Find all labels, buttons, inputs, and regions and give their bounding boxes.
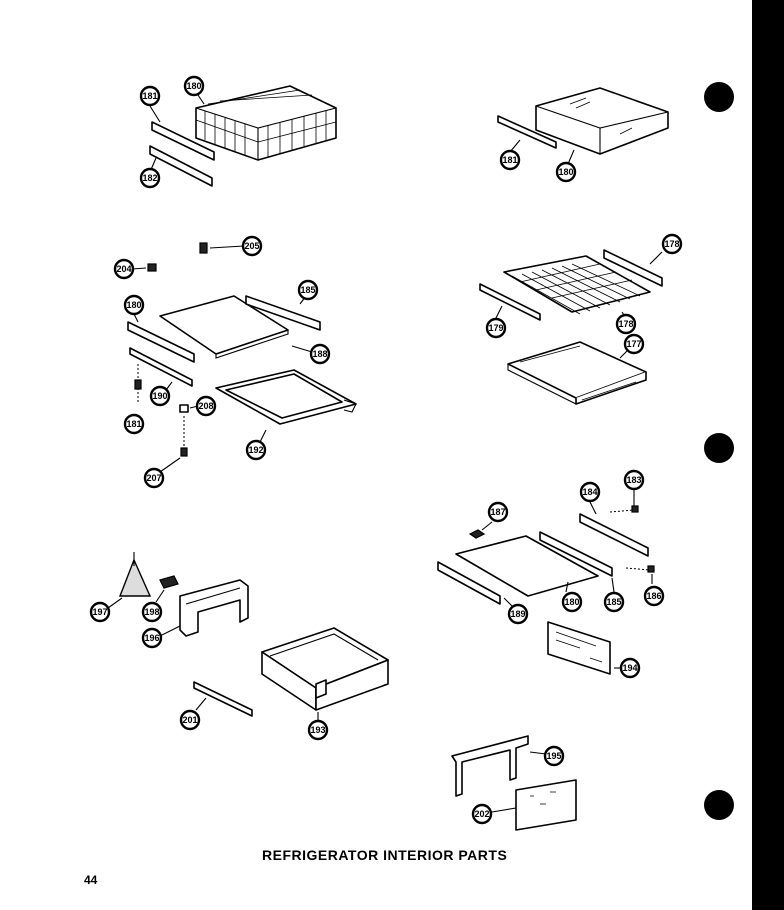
- callout-181: 181: [139, 85, 161, 107]
- glass-shelf-assembly: [127, 242, 357, 473]
- callout-178: 178: [661, 233, 683, 255]
- callout-188: 188: [309, 343, 331, 365]
- callout-177: 177: [623, 333, 645, 355]
- binding-edge: [752, 0, 784, 910]
- svg-text:188: 188: [312, 349, 327, 359]
- svg-text:186: 186: [646, 591, 661, 601]
- svg-text:185: 185: [606, 597, 621, 607]
- callout-201: 201: [179, 709, 201, 731]
- wire-basket-assembly: [149, 85, 337, 187]
- svg-text:190: 190: [152, 391, 167, 401]
- callout-192: 192: [245, 439, 267, 461]
- callout-202: 202: [471, 803, 493, 825]
- callout-208: 208: [195, 395, 217, 417]
- svg-text:183: 183: [626, 475, 641, 485]
- svg-text:195: 195: [546, 751, 561, 761]
- svg-text:181: 181: [502, 155, 517, 165]
- svg-text:180: 180: [186, 81, 201, 91]
- callout-194: 194: [619, 657, 641, 679]
- svg-text:208: 208: [198, 401, 213, 411]
- callout-179: 179: [485, 317, 507, 339]
- crisper-cover-assembly: [437, 490, 655, 675]
- wire-shelf-assembly: [479, 249, 663, 405]
- callout-181: 181: [499, 149, 521, 171]
- svg-text:202: 202: [474, 809, 489, 819]
- svg-text:180: 180: [558, 167, 573, 177]
- callout-180: 180: [561, 591, 583, 613]
- cover-frame-assembly: [451, 735, 577, 831]
- svg-text:179: 179: [488, 323, 503, 333]
- svg-text:205: 205: [244, 241, 259, 251]
- svg-text:182: 182: [142, 173, 157, 183]
- callout-198: 198: [141, 601, 163, 623]
- svg-text:177: 177: [626, 339, 641, 349]
- callout-207: 207: [143, 467, 165, 489]
- svg-text:193: 193: [310, 725, 325, 735]
- callout-182: 182: [139, 167, 161, 189]
- punch-hole: [704, 433, 734, 463]
- svg-text:181: 181: [126, 419, 141, 429]
- callout-178: 178: [615, 313, 637, 335]
- callout-187: 187: [487, 501, 509, 523]
- svg-text:204: 204: [116, 264, 131, 274]
- callout-190: 190: [149, 385, 171, 407]
- svg-text:185: 185: [300, 285, 315, 295]
- callout-195: 195: [543, 745, 565, 767]
- punch-hole: [704, 790, 734, 820]
- callout-185: 185: [603, 591, 625, 613]
- svg-text:180: 180: [564, 597, 579, 607]
- callout-205: 205: [241, 235, 263, 257]
- svg-text:197: 197: [92, 607, 107, 617]
- callout-196: 196: [141, 627, 163, 649]
- svg-text:201: 201: [182, 715, 197, 725]
- svg-text:178: 178: [618, 319, 633, 329]
- exploded-parts-diagram: 181 180 182 181 180 205 204 185 180 188 …: [89, 75, 683, 831]
- svg-text:189: 189: [510, 609, 525, 619]
- callout-183: 183: [623, 469, 645, 491]
- svg-text:194: 194: [622, 663, 637, 673]
- callout-180: 180: [123, 294, 145, 316]
- callout-180: 180: [555, 161, 577, 183]
- crisper-pan-assembly: [497, 87, 669, 165]
- callout-197: 197: [89, 601, 111, 623]
- svg-text:198: 198: [144, 607, 159, 617]
- svg-text:181: 181: [142, 91, 157, 101]
- callout-180: 180: [183, 75, 205, 97]
- svg-text:187: 187: [490, 507, 505, 517]
- svg-text:178: 178: [664, 239, 679, 249]
- svg-text:207: 207: [146, 473, 161, 483]
- svg-text:196: 196: [144, 633, 159, 643]
- callout-184: 184: [579, 481, 601, 503]
- callout-189: 189: [507, 603, 529, 625]
- svg-text:184: 184: [582, 487, 597, 497]
- page-title: REFRIGERATOR INTERIOR PARTS: [262, 847, 508, 863]
- page-number: 44: [84, 873, 98, 887]
- svg-text:180: 180: [126, 300, 141, 310]
- callout-193: 193: [307, 719, 329, 741]
- punch-hole: [704, 82, 734, 112]
- callout-185: 185: [297, 279, 319, 301]
- meat-keeper-assembly: [107, 552, 389, 722]
- svg-text:192: 192: [248, 445, 263, 455]
- callout-204: 204: [113, 258, 135, 280]
- callout-181: 181: [123, 413, 145, 435]
- callout-186: 186: [643, 585, 665, 607]
